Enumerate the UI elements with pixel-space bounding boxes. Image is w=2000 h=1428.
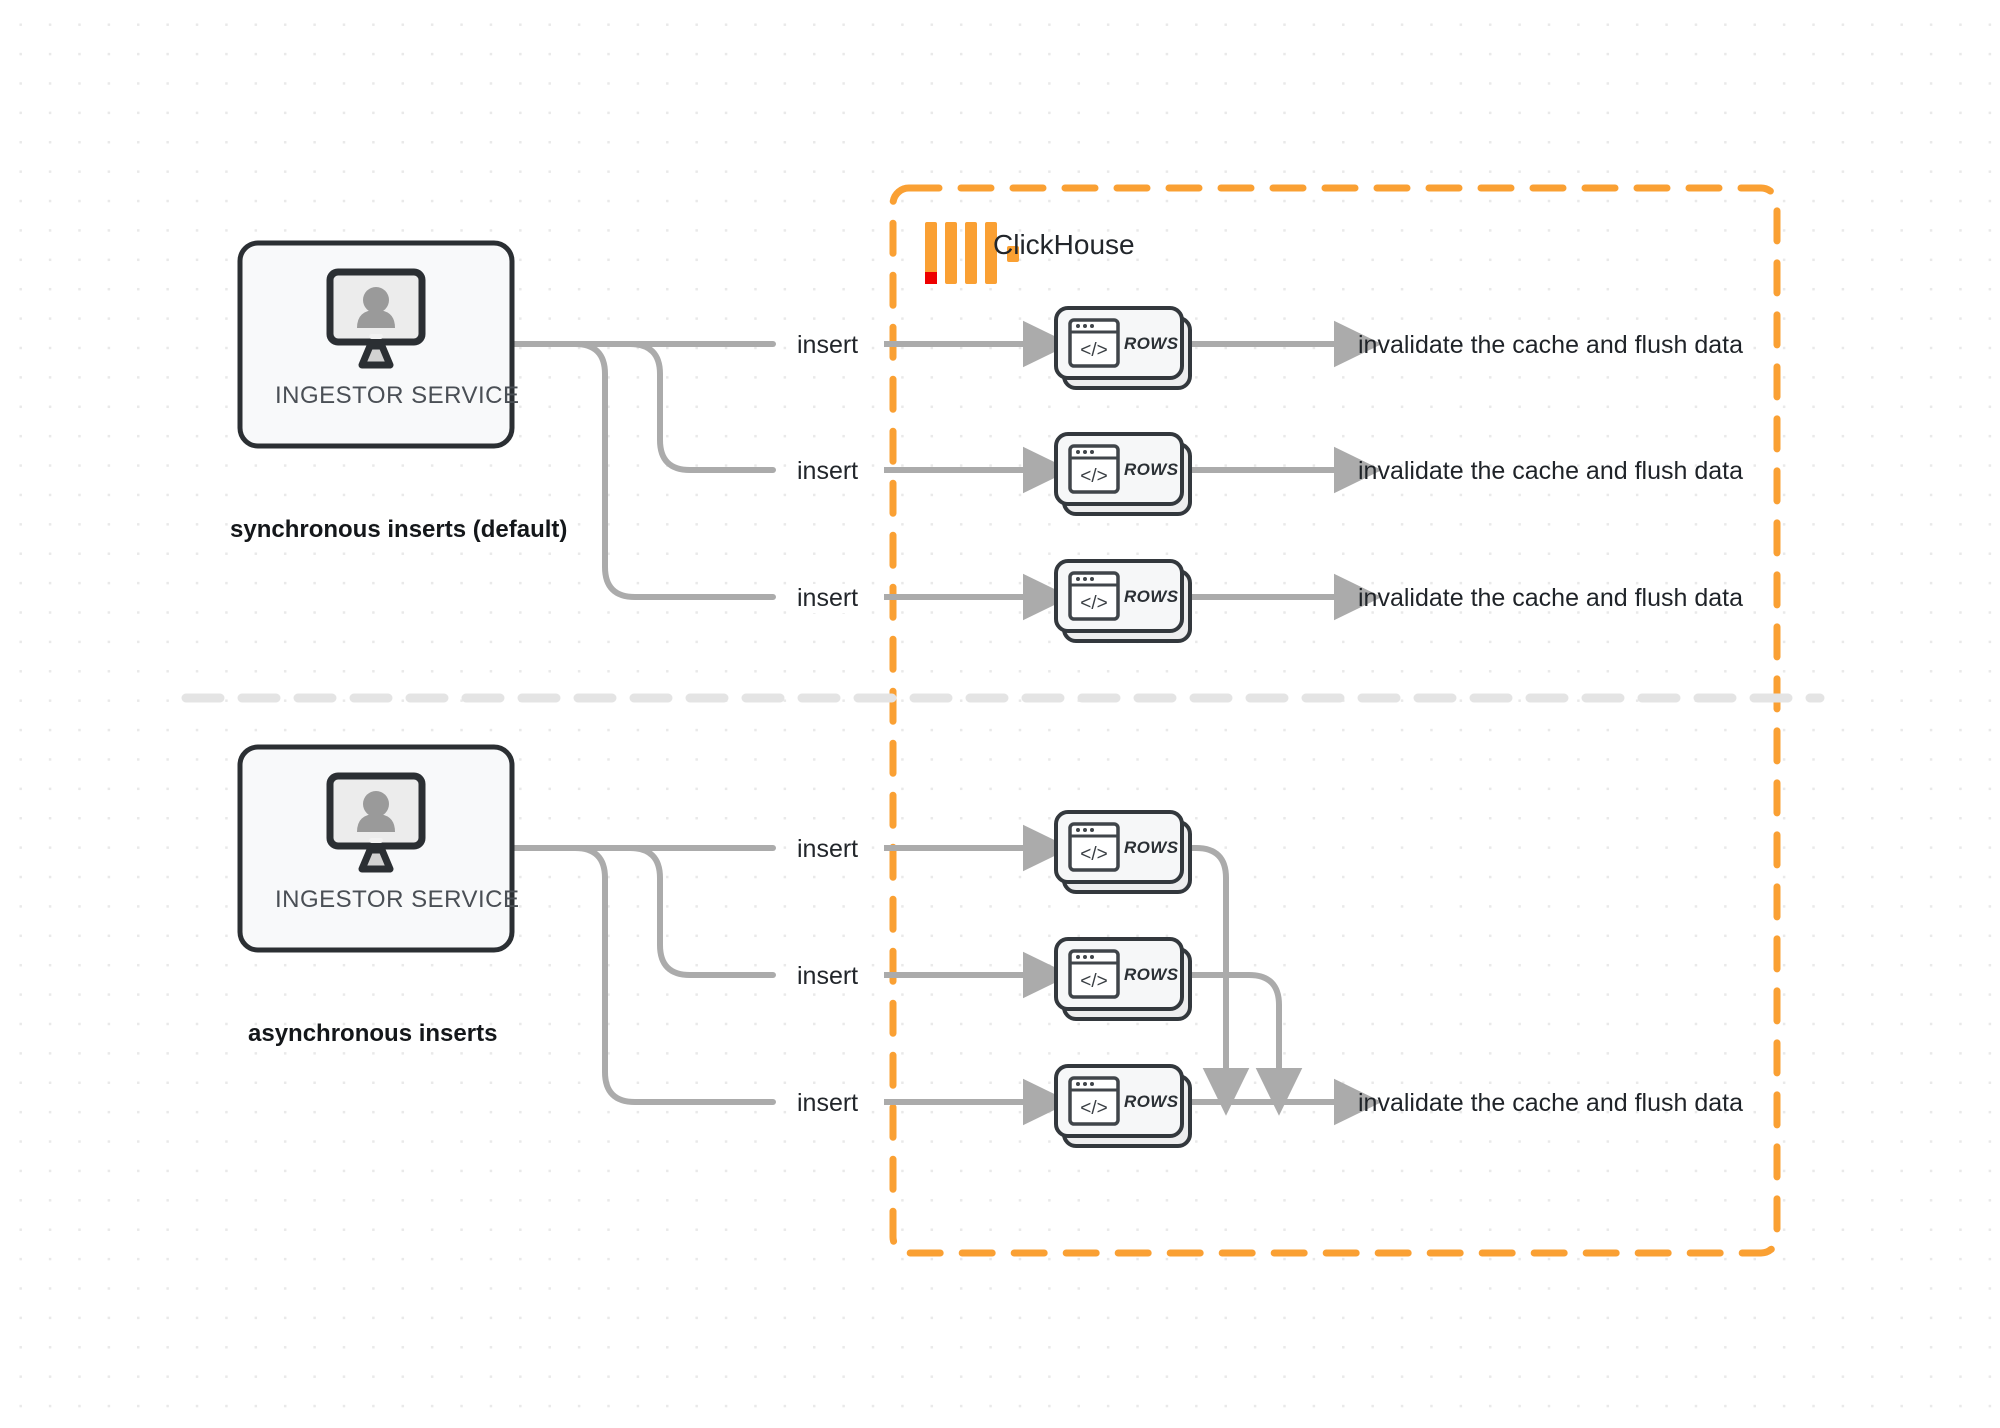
rows-card-label: ROWS (1124, 838, 1179, 857)
mode-label-async: asynchronous inserts (248, 1020, 498, 1047)
svg-text:</>: </> (1080, 340, 1107, 361)
svg-text:</>: </> (1080, 844, 1107, 865)
insert-label: insert (789, 457, 867, 486)
result-label: invalidate the cache and flush data (1358, 331, 1743, 359)
clickhouse-label: ClickHouse (993, 229, 1135, 260)
rows-card[interactable]: </> (1054, 432, 1192, 516)
result-label: invalidate the cache and flush data (1358, 1089, 1743, 1117)
rows-card[interactable]: </> (1054, 559, 1192, 643)
rows-card-label: ROWS (1124, 334, 1179, 353)
clickhouse-boundary (889, 184, 1781, 1257)
insert-label: insert (789, 1089, 867, 1118)
insert-label: insert (789, 331, 867, 360)
rows-card[interactable]: </> (1054, 1064, 1192, 1148)
svg-text:</>: </> (1080, 593, 1107, 614)
rows-card[interactable]: </> (1054, 306, 1192, 390)
svg-text:</>: </> (1080, 971, 1107, 992)
rows-card-label: ROWS (1124, 587, 1179, 606)
rows-card[interactable]: </> (1054, 937, 1192, 1021)
monitor-user-icon (326, 268, 426, 369)
result-label: invalidate the cache and flush data (1358, 457, 1743, 485)
result-label: invalidate the cache and flush data (1358, 584, 1743, 612)
mode-label-sync: synchronous inserts (default) (230, 516, 568, 543)
rows-card[interactable]: </> (1054, 810, 1192, 894)
insert-label: insert (789, 835, 867, 864)
monitor-user-icon (326, 772, 426, 873)
svg-text:</>: </> (1080, 466, 1107, 487)
rows-card-label: ROWS (1124, 460, 1179, 479)
svg-text:</>: </> (1080, 1098, 1107, 1119)
rows-card-label: ROWS (1124, 1092, 1179, 1111)
rows-card-label: ROWS (1124, 965, 1179, 984)
insert-label: insert (789, 584, 867, 613)
insert-label: insert (789, 962, 867, 991)
